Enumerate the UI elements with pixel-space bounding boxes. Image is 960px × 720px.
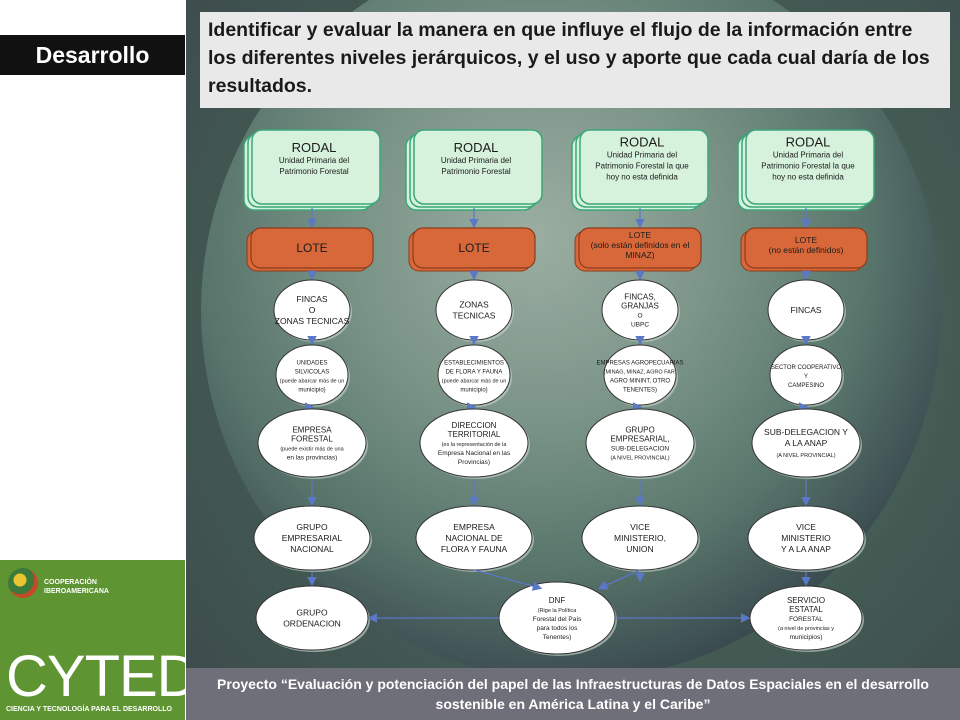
lote-box [744, 227, 868, 269]
lote-box [412, 227, 536, 269]
oval-label: FINCAS [790, 305, 822, 315]
rodal-box [579, 129, 709, 205]
logo-tagline: CIENCIA Y TECNOLOGÍA PARA EL DESARROLLO [6, 706, 172, 713]
rodal-box [745, 129, 875, 205]
hierarchy-oval [437, 344, 511, 406]
hierarchy-oval [603, 344, 677, 406]
hierarchy-oval [419, 408, 529, 478]
oval-label: EMPRESAS AGROPECUARIAS(MINAG, MINAZ, AGR… [596, 361, 683, 394]
cyted-globe-icon [8, 568, 38, 598]
rodal-box [413, 129, 543, 205]
section-label: Desarrollo [0, 35, 185, 75]
lote-label: LOTE(no están definidos) [769, 235, 844, 255]
hierarchy-oval [275, 344, 349, 406]
hierarchy-oval [747, 505, 865, 571]
footer-project: Proyecto “Evaluación y potenciación del … [186, 668, 960, 720]
hierarchy-oval [253, 505, 371, 571]
lote-label: LOTE [458, 241, 489, 255]
hierarchy-oval [585, 408, 695, 478]
hierarchy-oval [769, 344, 843, 406]
slide-title: Identificar y evaluar la manera en que i… [200, 12, 950, 108]
flow-arrow [473, 569, 543, 591]
hierarchy-oval [751, 408, 861, 478]
flow-arrow [597, 569, 641, 590]
lote-box [250, 227, 374, 269]
cyted-logo: COOPERACIÓN IBEROAMERICANA CYTED CIENCIA… [0, 560, 199, 720]
lote-box [578, 227, 702, 269]
logo-coop-text: COOPERACIÓN IBEROAMERICANA [44, 579, 109, 595]
hierarchy-oval [257, 408, 367, 478]
lote-label: LOTE [296, 241, 327, 255]
rodal-box [251, 129, 381, 205]
logo-brand: CYTED [6, 644, 199, 709]
